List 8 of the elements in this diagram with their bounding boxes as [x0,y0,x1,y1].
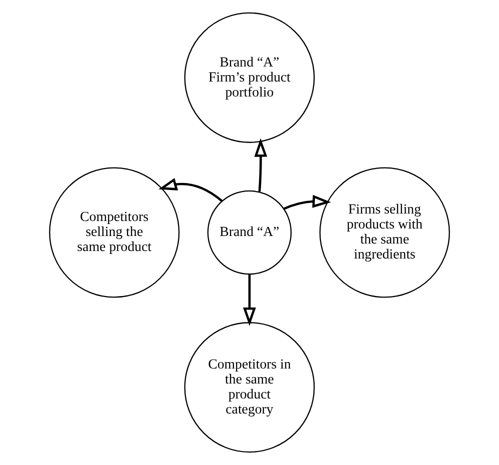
arrow [158,178,223,202]
node-circle: Competitors in the same product category [184,322,315,453]
arrow [254,138,268,192]
arrow [243,274,256,326]
arrow [283,194,332,210]
node-circle: Brand “A” Firm’s product portfolio [184,12,315,143]
node-circle: Brand “A” [207,190,292,275]
node-circle: Firms selling products with the same ingredients [319,167,450,298]
